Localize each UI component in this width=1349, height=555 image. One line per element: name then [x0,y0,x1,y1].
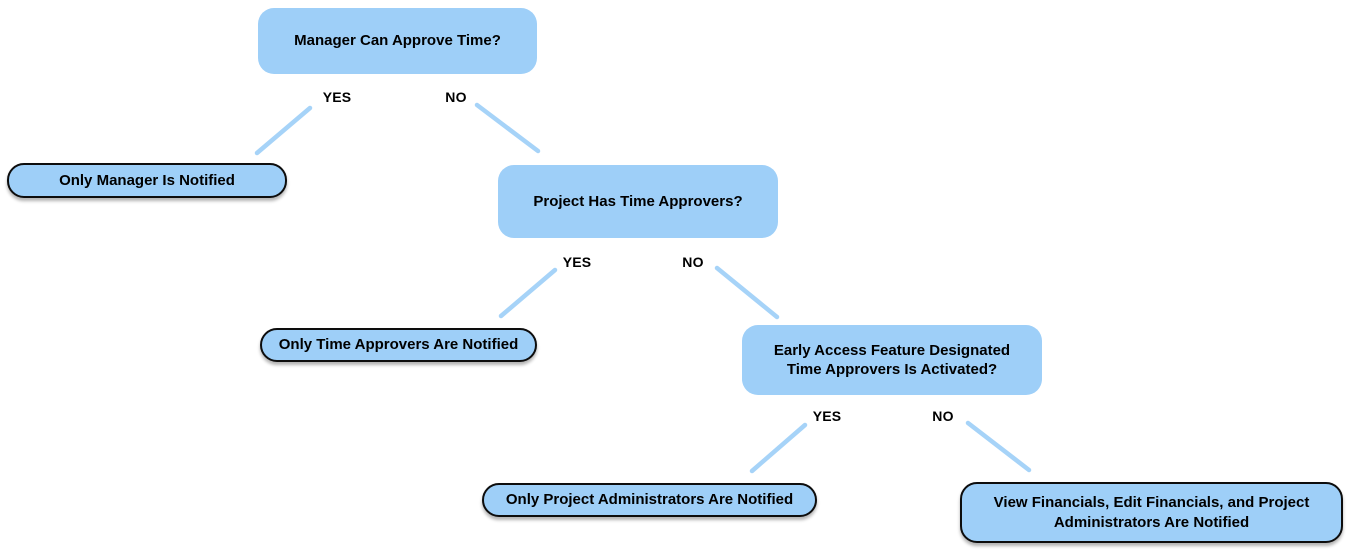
node-label: Only Manager Is Notified [59,171,235,189]
edge-label-q2-no: NO [682,254,704,270]
node-outcome-financials-and-administrators-notified: View Financials, Edit Financials, and Pr… [960,482,1343,543]
edge-q2-no-line [714,265,780,320]
edge-label-q2-yes: YES [562,254,592,270]
edge-q1-yes-line [254,105,313,156]
node-label: Only Project Administrators Are Notified [505,491,794,509]
node-label: Project Has Time Approvers? [533,192,743,210]
node-question-project-has-time-approvers: Project Has Time Approvers? [498,165,778,238]
edge-q1-no-line [474,102,541,154]
node-outcome-only-project-administrators-notified: Only Project Administrators Are Notified [482,483,817,517]
node-label: Manager Can Approve Time? [294,32,501,50]
node-label: View Financials, Edit Financials, and Pr… [993,494,1310,531]
node-question-early-access-designated-time-approvers: Early Access Feature Designated Time App… [742,325,1042,395]
edge-label-q3-yes: YES [812,408,842,424]
edge-q3-no-line [965,420,1032,473]
node-question-manager-can-approve-time: Manager Can Approve Time? [258,8,537,74]
edge-q3-yes-line [749,422,808,474]
node-label: Only Time Approvers Are Notified [278,336,519,354]
edge-label-q3-no: NO [932,408,954,424]
edge-label-q1-yes: YES [322,89,352,105]
edge-label-q1-no: NO [445,89,467,105]
edge-q2-yes-line [498,267,558,319]
node-label: Early Access Feature Designated Time App… [773,341,1011,379]
node-outcome-only-manager-notified: Only Manager Is Notified [7,163,287,198]
node-outcome-only-time-approvers-notified: Only Time Approvers Are Notified [260,328,537,362]
